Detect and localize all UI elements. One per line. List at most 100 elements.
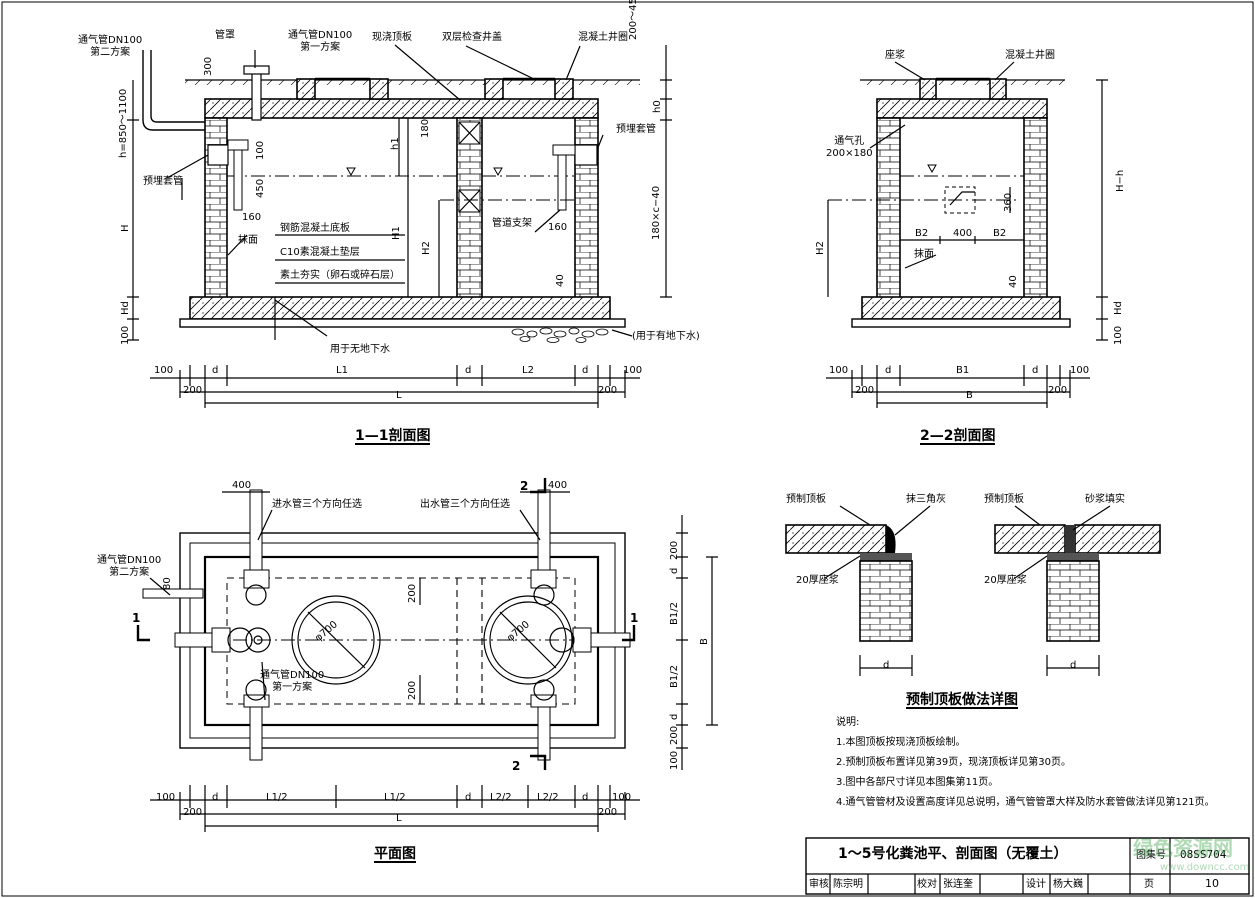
dim-d-r: d xyxy=(1070,660,1077,671)
dim-d-l: d xyxy=(883,660,890,671)
title-section-2: 2—2剖面图 xyxy=(920,428,996,445)
page-no: 10 xyxy=(1205,877,1219,890)
label-layer-2: C10素混凝土垫层 xyxy=(280,247,360,258)
label-mortar-l: 20厚座浆 xyxy=(796,575,839,586)
sheet-title: 1～5号化粪池平、剖面图（无覆土） xyxy=(838,846,1068,862)
dim-pb-8: d xyxy=(582,792,589,803)
dim-pb-7: L2/2 xyxy=(537,792,559,803)
label-right-slab: 预制顶板 xyxy=(984,494,1024,505)
dim-160-r: 160 xyxy=(548,222,568,233)
title-block xyxy=(805,837,1250,895)
dim-pb-4: L1/2 xyxy=(384,792,406,803)
dim-pb-6: L2/2 xyxy=(490,792,512,803)
dim-40: 40 xyxy=(555,274,566,287)
dim-pb-3: L1/2 xyxy=(266,792,288,803)
check-label: 校对 xyxy=(917,879,937,890)
dim-h0: h0 xyxy=(652,100,663,113)
section-mark-1-l: 1 xyxy=(132,611,141,625)
plan-view xyxy=(136,478,718,832)
label-sand: 砂浆填实 xyxy=(1085,494,1125,505)
label-pipe-support: 管道支架 xyxy=(492,218,532,229)
dim-pr-3: B1/2 xyxy=(669,602,680,625)
label-plan-vent-second: 通气管DN100 第二方案 xyxy=(97,555,162,578)
dim-pr-5: d xyxy=(669,713,680,720)
label-mortar-r: 20厚座浆 xyxy=(984,575,1027,586)
checker: 张连奎 xyxy=(943,879,973,890)
note-2: 2.预制顶板布置详见第39页，现浇顶板详见第30页。 xyxy=(836,757,1071,768)
dim-L-plan: L xyxy=(396,813,402,824)
label-outlet: 出水管三个方向任选 xyxy=(420,499,510,510)
reviewer: 陈宗明 xyxy=(833,879,863,890)
design-label: 设计 xyxy=(1026,879,1046,890)
dim-200-pb: 200 xyxy=(407,680,418,700)
dim-200-pbr: 200 xyxy=(598,807,618,818)
dim-Hd: Hd xyxy=(120,301,131,315)
dim-400-pr: 400 xyxy=(548,480,568,491)
dim-pb-2: d xyxy=(212,792,219,803)
label-left-slab: 预制顶板 xyxy=(786,494,826,505)
dim-b1: 100 xyxy=(154,365,174,376)
watermark-url: www.downcc.com xyxy=(1160,862,1250,873)
dim-200-l: 200 xyxy=(183,385,203,396)
dim-phi700-r: φ700 xyxy=(505,619,532,645)
label-layer-3: 素土夯实（卵石或碎石层） xyxy=(280,270,400,281)
dim-pb-1: 100 xyxy=(156,792,176,803)
label-double-cover: 双层检查井盖 xyxy=(442,32,502,43)
section-mark-2-t: 2 xyxy=(520,479,529,493)
label-plan-vent-first: 通气管DN100 第一方案 xyxy=(260,670,325,693)
dim-Hd-s2: Hd xyxy=(1113,301,1124,315)
dim-B-s2: B xyxy=(966,390,973,401)
dim-s2-b5: 100 xyxy=(1070,365,1090,376)
label-groundwater: (用于有地下水) xyxy=(632,331,700,342)
dim-b6: d xyxy=(582,365,589,376)
dim-200-r: 200 xyxy=(598,385,618,396)
dim-B2-r: B2 xyxy=(993,228,1007,239)
dim-200-pbl: 200 xyxy=(183,807,203,818)
label-lime: 抹三角灰 xyxy=(906,494,946,505)
dim-100: 100 xyxy=(255,140,266,160)
page-label: 页 xyxy=(1144,879,1154,890)
section-mark-1-r: 1 xyxy=(630,611,639,625)
note-3: 3.图中各部尺寸详见本图集第11页。 xyxy=(836,777,999,788)
label-inlet: 进水管三个方向任选 xyxy=(272,499,362,510)
dim-b5: L2 xyxy=(522,365,534,376)
dim-pb-5: d xyxy=(465,792,472,803)
dim-s2-b3: B1 xyxy=(956,365,970,376)
review-label: 审核 xyxy=(809,879,829,890)
designer: 杨大巍 xyxy=(1053,879,1083,890)
section-2-2 xyxy=(826,61,1108,408)
watermark: 绿色资源网 xyxy=(1133,836,1233,860)
dim-H-h: H−h xyxy=(1115,169,1126,192)
dim-H2: H2 xyxy=(421,241,432,255)
dim-300: 300 xyxy=(203,56,214,76)
dim-pr-6: 200 xyxy=(669,725,680,745)
note-4: 4.通气管管材及设置高度详见总说明，通气管管罩大样及防水套管做法详见第121页。 xyxy=(836,797,1215,808)
atlas-no: 08SS704 xyxy=(1180,848,1227,861)
title-detail: 预制顶板做法详图 xyxy=(906,692,1018,709)
title-plan: 平面图 xyxy=(374,846,416,863)
section-1-1 xyxy=(127,44,672,408)
dim-s2-200-r: 200 xyxy=(1048,385,1068,396)
dim-b3: L1 xyxy=(336,365,348,376)
dim-h1: h1 xyxy=(390,137,401,150)
notes-heading: 说明: xyxy=(836,717,860,728)
notes: 说明: 1.本图顶板按现浇顶板绘制。 2.预制顶板布置详见第39页，现浇顶板详见… xyxy=(836,713,1215,813)
dim-80: 80 xyxy=(162,577,173,590)
label-conc-ring-1: 混凝土井圈 xyxy=(578,32,628,43)
label-preburied-r: 预埋套管 xyxy=(616,124,656,135)
dim-b4: d xyxy=(465,365,472,376)
label-plaster-s2: 抹面 xyxy=(914,249,934,260)
dim-s2-b1: 100 xyxy=(829,365,849,376)
dim-40-s2: 40 xyxy=(1008,275,1019,288)
label-vent-first: 通气管DN100 第一方案 xyxy=(288,30,353,53)
label-plaster: 抹面 xyxy=(238,235,258,246)
dim-B2-l: B2 xyxy=(915,228,929,239)
dim-pr-1: 200 xyxy=(669,540,680,560)
label-cover: 管罩 xyxy=(215,30,235,41)
dim-s2-b4: d xyxy=(1032,365,1039,376)
dim-200-pt: 200 xyxy=(407,583,418,603)
dim-B-plan: B xyxy=(699,638,710,645)
